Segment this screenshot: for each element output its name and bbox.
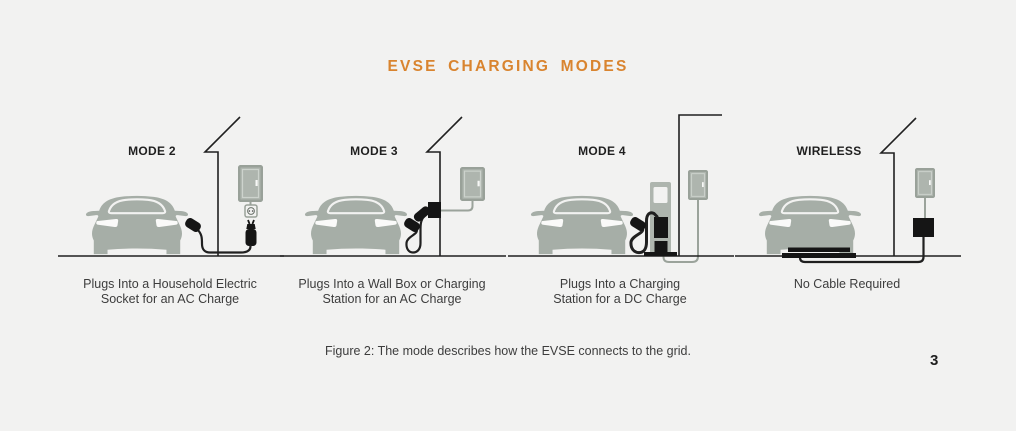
figure-title: EVSE CHARGING MODES <box>387 58 629 75</box>
figure-caption: Figure 2: The mode describes how the EVS… <box>325 344 691 358</box>
electrical-panel-icon <box>460 167 485 201</box>
in-cable-control-box-icon <box>245 229 257 246</box>
electrical-panel-icon <box>238 165 263 202</box>
page-number: 3 <box>930 352 939 369</box>
power-socket-icon <box>244 204 258 218</box>
wireless-illustration <box>735 117 961 264</box>
mode-3-label: MODE 3 <box>350 144 398 158</box>
electrical-panel-icon <box>688 170 708 200</box>
mode-4-caption: Plugs Into a Charging Station for a DC C… <box>553 277 687 306</box>
connector-line <box>662 200 699 263</box>
station-base <box>644 252 677 256</box>
panel-wireless: WIRELESS No Cable Required <box>729 108 965 308</box>
underground-cable <box>798 235 925 264</box>
car-plug-icon <box>404 218 420 232</box>
car-plug-icon <box>630 217 646 231</box>
panel-mode-4: MODE 4 Plugs Into a Charging Station for… <box>502 108 738 308</box>
car-icon <box>529 194 635 256</box>
wireless-label: WIRELESS <box>796 144 862 158</box>
car-icon <box>84 194 190 256</box>
mode-2-illustration <box>58 116 284 257</box>
car-icon <box>303 194 409 256</box>
transformer-box-icon <box>913 218 934 237</box>
charging-cable <box>405 214 426 254</box>
mode-4-illustration <box>508 114 734 263</box>
wall-plug-icon <box>413 206 431 222</box>
charging-cable <box>629 211 659 255</box>
mode-2-label: MODE 2 <box>128 144 176 158</box>
wallbox-icon <box>428 202 441 218</box>
connector-line <box>441 200 474 212</box>
charging-station-icon <box>644 182 677 256</box>
panel-mode-3: MODE 3 Plugs Into a Wall Box or Charging… <box>274 108 510 308</box>
plug-icon <box>246 219 256 229</box>
charging-cable <box>195 227 252 254</box>
wall-structure <box>203 116 241 256</box>
car-icon <box>757 194 863 256</box>
wireless-pad-icon <box>782 247 856 258</box>
mode-2-caption: Plugs Into a Household Electric Socket f… <box>83 277 257 306</box>
mode-4-label: MODE 4 <box>578 144 626 158</box>
car-plug-icon <box>185 218 201 232</box>
dc-converter-icon <box>654 217 668 238</box>
wall-structure <box>678 114 722 256</box>
mode-3-caption: Plugs Into a Wall Box or Charging Statio… <box>298 277 486 306</box>
wireless-caption: No Cable Required <box>793 277 901 291</box>
mode-3-illustration <box>280 116 506 257</box>
wall-structure <box>425 116 463 256</box>
panel-mode-2: MODE 2 Plugs Into a Household El <box>52 108 288 308</box>
wall-structure <box>879 117 917 256</box>
electrical-panel-icon <box>915 168 935 198</box>
